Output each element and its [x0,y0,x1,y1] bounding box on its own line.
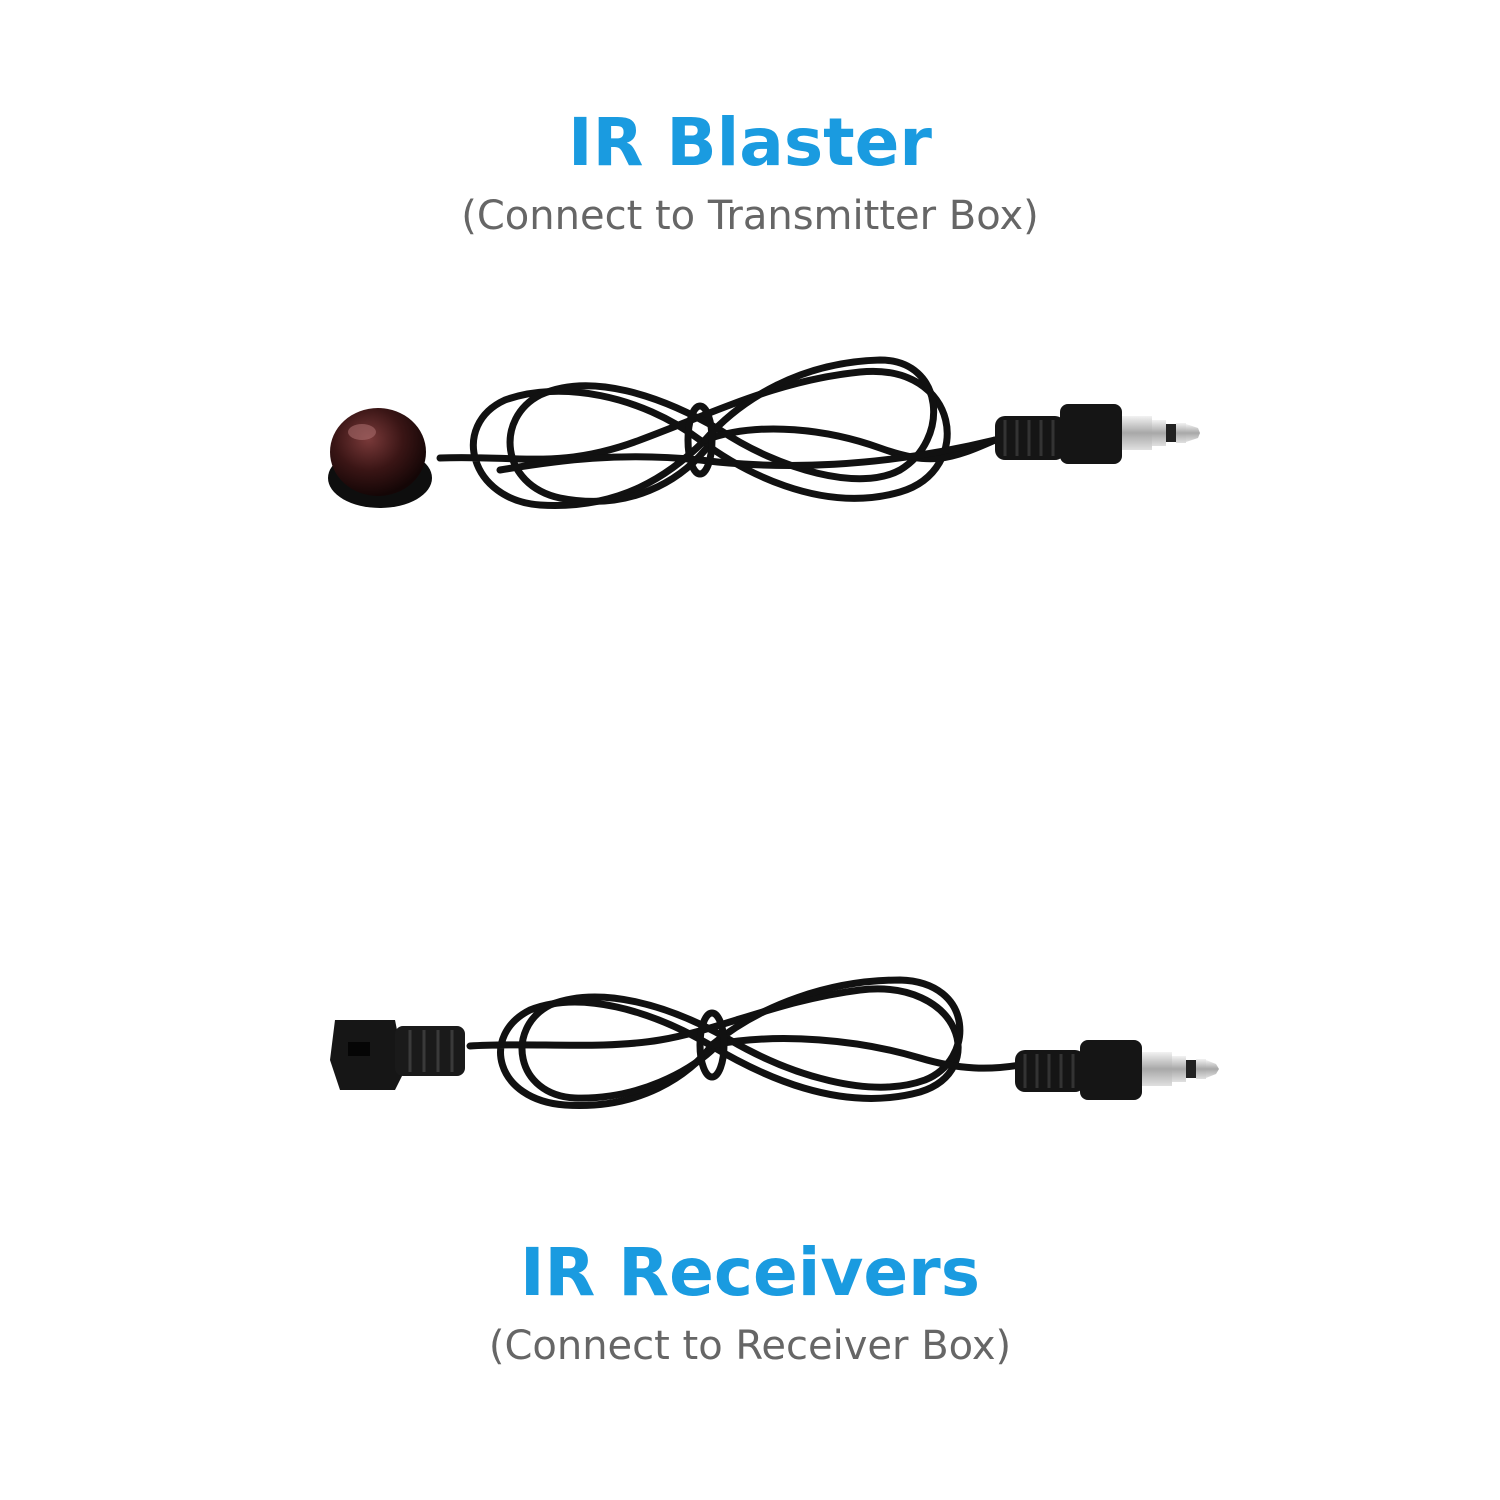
ir-blaster-title: IR Blaster [568,104,932,181]
ir-receivers-subtitle: (Connect to Receiver Box) [488,1323,1012,1369]
audio-jack-icon [1122,416,1200,450]
ir-blaster-cable-icon [328,356,1200,509]
ir-receivers-title: IR Receivers [519,1234,981,1311]
ir-receiver-cable-icon [330,976,1219,1109]
ir-blaster-subtitle: (Connect to Transmitter Box) [461,193,1039,239]
